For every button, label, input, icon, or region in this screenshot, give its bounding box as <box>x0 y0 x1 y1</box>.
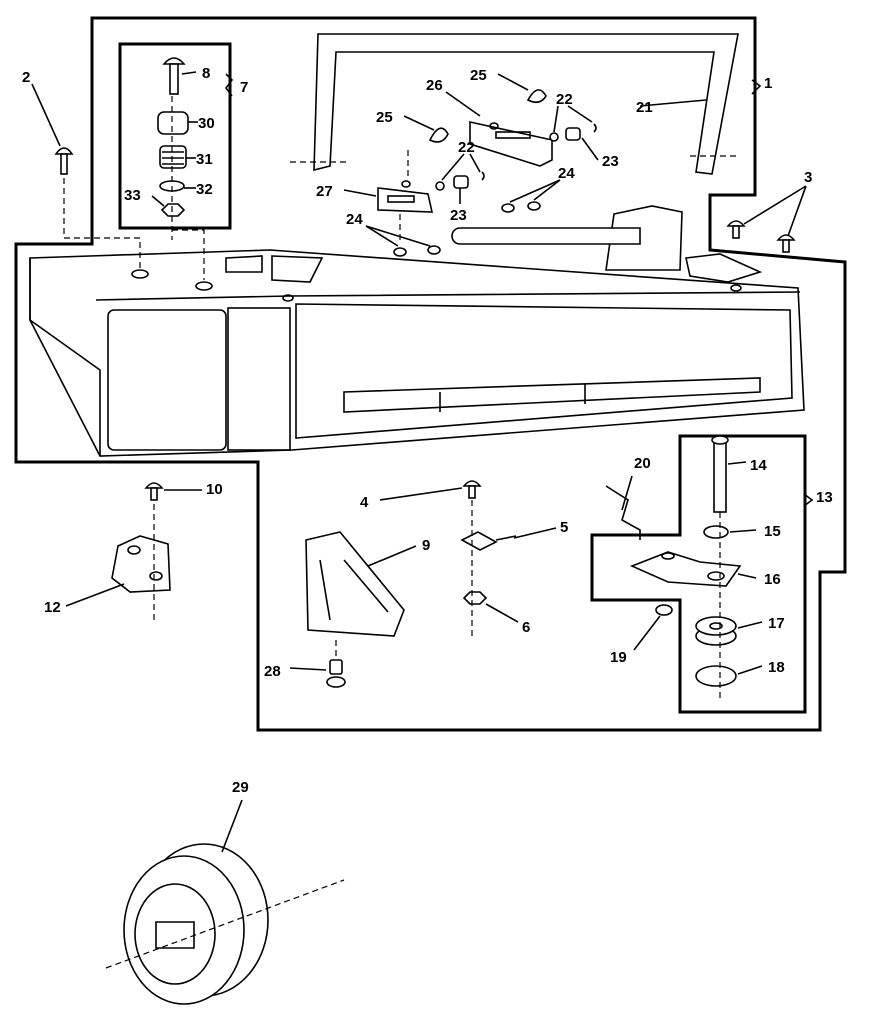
callout-5: 5 <box>560 519 568 536</box>
callout-12: 12 <box>44 599 61 616</box>
screws-3 <box>726 220 796 253</box>
callout-26: 26 <box>426 77 443 94</box>
callout-27: 27 <box>316 183 333 200</box>
callout-19: 19 <box>610 649 627 666</box>
spacer-17 <box>695 616 737 646</box>
callout-10: 10 <box>206 481 223 498</box>
washer-19 <box>655 604 673 616</box>
shaft-14 <box>711 435 729 513</box>
screw-10 <box>144 482 164 501</box>
thread-guide-26 <box>469 121 553 167</box>
callout-32: 32 <box>196 181 213 198</box>
screw-4 <box>462 480 482 499</box>
wire-spring-20 <box>605 485 641 540</box>
callout-22-left: 22 <box>458 139 475 156</box>
leader-lines <box>31 71 814 853</box>
bracket-12 <box>111 535 171 593</box>
screw-28 <box>326 659 346 688</box>
callout-9: 9 <box>422 537 430 554</box>
thread-tension-stack <box>157 57 189 217</box>
callout-22-top: 22 <box>556 91 573 108</box>
callout-31: 31 <box>196 151 213 168</box>
pulley-29 <box>123 843 269 1005</box>
callout-21: 21 <box>636 99 653 116</box>
callout-17: 17 <box>768 615 785 632</box>
thread-guide-27 <box>377 180 434 213</box>
callout-33: 33 <box>124 187 141 204</box>
subassembly-13-box <box>590 434 807 714</box>
callout-23-right: 23 <box>602 153 619 170</box>
callout-25-top: 25 <box>470 67 487 84</box>
screw-2 <box>54 147 74 175</box>
handle-bracket <box>313 33 739 175</box>
screws-24 <box>393 201 541 257</box>
callout-24-right: 24 <box>558 165 575 182</box>
spool-pin-arm <box>451 205 763 283</box>
callout-13: 13 <box>816 489 833 506</box>
callout-3: 3 <box>804 169 812 186</box>
callout-6: 6 <box>522 619 530 636</box>
callout-7: 7 <box>240 79 248 96</box>
callout-14: 14 <box>750 457 767 474</box>
tension-springs <box>435 123 597 191</box>
callout-24-left: 24 <box>346 211 363 228</box>
thread-guide-25-top <box>526 89 547 104</box>
washer-15 <box>703 525 729 539</box>
callout-15: 15 <box>764 523 781 540</box>
machine-body <box>29 249 805 457</box>
callout-2: 2 <box>22 69 30 86</box>
callout-25-left: 25 <box>376 109 393 126</box>
callout-8: 8 <box>202 65 210 82</box>
callout-1: 1 <box>764 75 772 92</box>
subassembly-7-box <box>118 42 232 230</box>
plate-5 <box>460 531 517 551</box>
lever-16 <box>629 551 742 587</box>
callout-4: 4 <box>360 494 369 511</box>
center-lines <box>63 96 740 969</box>
callout-30: 30 <box>198 115 215 132</box>
main-assembly-outline <box>14 16 847 732</box>
cover-plate-9 <box>305 531 405 637</box>
callout-29: 29 <box>232 779 249 796</box>
callout-16: 16 <box>764 571 781 588</box>
washer-18 <box>695 665 737 687</box>
nut-6 <box>462 591 488 605</box>
thread-guide-25-left <box>428 127 449 143</box>
callout-23-left: 23 <box>450 207 467 224</box>
callout-28: 28 <box>264 663 281 680</box>
callout-20: 20 <box>634 455 651 472</box>
callout-18: 18 <box>768 659 785 676</box>
